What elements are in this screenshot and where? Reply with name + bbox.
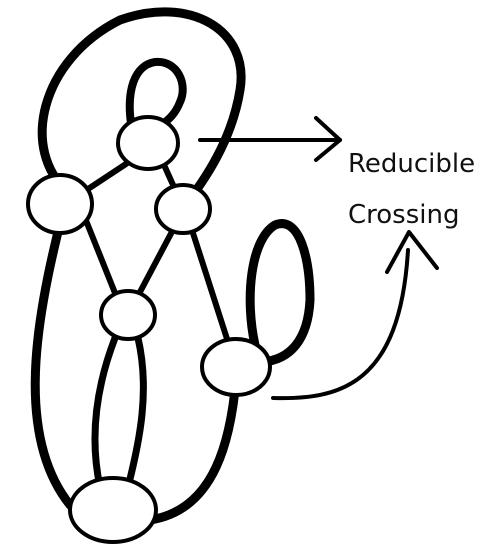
crossing-circle-bottom xyxy=(68,476,158,544)
right-kink-loop xyxy=(245,219,315,367)
curved-arrow-head xyxy=(385,230,439,274)
inner-strand-middle-down-left xyxy=(91,334,119,491)
curved-arrow-shaft xyxy=(271,248,410,401)
arrow-to-label-head xyxy=(314,116,342,162)
crossing-circle-top xyxy=(116,115,180,171)
crossing-circle-right xyxy=(154,183,212,235)
inner-strand-topcircle-to-left xyxy=(79,155,138,196)
inner-strand-right-to-middle xyxy=(137,223,178,295)
inner-strand-right-to-lowerright xyxy=(189,227,231,345)
outer-strand-top xyxy=(37,7,246,213)
label-reducible: Reducible xyxy=(348,149,476,179)
top-kink-loop xyxy=(125,57,187,134)
crossing-circle-lower-right xyxy=(200,337,272,397)
inner-strand-left-to-middle xyxy=(82,215,120,301)
crossing-circle-middle xyxy=(99,289,157,341)
label-crossing: Crossing xyxy=(348,200,460,230)
inner-strand-middle-down-right xyxy=(124,334,147,491)
crossing-circle-left xyxy=(26,173,94,235)
